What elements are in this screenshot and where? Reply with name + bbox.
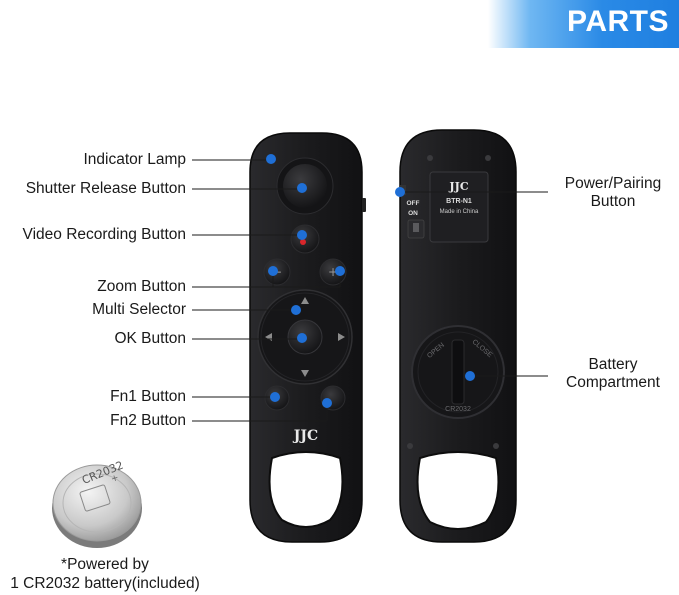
label-battery-line1: Battery xyxy=(588,356,638,373)
label-indicator-lamp: Indicator Lamp xyxy=(83,151,186,168)
coin-battery: + xyxy=(52,464,142,548)
back-remote xyxy=(399,129,517,543)
label-power-line1: Power/Pairing xyxy=(564,175,662,192)
front-remote: − + xyxy=(249,132,366,543)
back-brand-logo: JJC xyxy=(448,180,468,193)
banner-title: PARTS xyxy=(567,5,669,38)
caption-line1: *Powered by xyxy=(61,556,149,573)
back-model-text: BTR-N1 xyxy=(446,198,472,205)
svg-text:+: + xyxy=(110,473,120,485)
label-video-recording-button: Video Recording Button xyxy=(22,226,186,243)
front-brand-logo: JJC xyxy=(292,428,318,444)
switch-on-text: ON xyxy=(408,210,418,217)
switch-off-text: OFF xyxy=(407,200,420,207)
caption-line2: 1 CR2032 battery(included) xyxy=(10,575,200,592)
svg-text:+: + xyxy=(328,265,338,279)
callout-dots xyxy=(266,154,475,408)
parts-banner: PARTS xyxy=(488,0,679,48)
label-power-pairing-button: Power/Pairing Button xyxy=(552,175,674,211)
callout-lines xyxy=(192,159,548,422)
label-battery-line2: Compartment xyxy=(566,374,660,391)
label-power-line2: Button xyxy=(590,193,636,210)
label-multi-selector: Multi Selector xyxy=(92,301,186,318)
label-zoom-button: Zoom Button xyxy=(97,278,186,295)
battery-caption: *Powered by 1 CR2032 battery(included) xyxy=(0,555,210,593)
label-fn2-button: Fn2 Button xyxy=(110,412,186,429)
back-made-in-text: Made in China xyxy=(440,209,479,215)
label-ok-button: OK Button xyxy=(114,330,186,347)
cover-cell-text: CR2032 xyxy=(445,406,471,413)
label-shutter-release-button: Shutter Release Button xyxy=(25,180,186,197)
label-battery-compartment: Battery Compartment xyxy=(552,356,674,392)
label-fn1-button: Fn1 Button xyxy=(110,388,186,405)
